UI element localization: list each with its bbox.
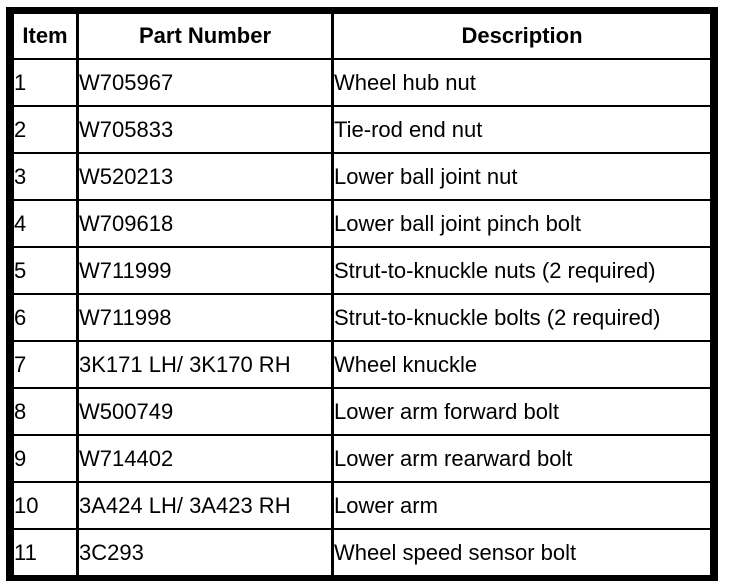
part-number-cell: W520213	[76, 152, 334, 201]
description-cell: Lower arm forward bolt	[331, 387, 713, 436]
table-row: 2 W705833 Tie-rod end nut	[11, 105, 713, 154]
item-cell: 3	[11, 152, 79, 201]
item-cell: 6	[11, 293, 79, 342]
table-row: 8 W500749 Lower arm forward bolt	[11, 387, 713, 436]
item-cell: 10	[11, 481, 79, 530]
description-cell: Lower ball joint pinch bolt	[331, 199, 713, 248]
part-number-cell: W705833	[76, 105, 334, 154]
header-row: Item Part Number Description	[11, 12, 713, 60]
parts-list: Item Part Number Description 1 W705967 W…	[11, 12, 713, 577]
description-cell: Tie-rod end nut	[331, 105, 713, 154]
description-cell: Lower ball joint nut	[331, 152, 713, 201]
col-header-part-number: Part Number	[76, 12, 334, 60]
item-cell: 2	[11, 105, 79, 154]
col-header-item: Item	[11, 12, 79, 60]
part-number-cell: W714402	[76, 434, 334, 483]
table-row: 11 3C293 Wheel speed sensor bolt	[11, 528, 713, 577]
table-row: 5 W711999 Strut-to-knuckle nuts (2 requi…	[11, 246, 713, 295]
description-cell: Strut-to-knuckle nuts (2 required)	[331, 246, 713, 295]
description-cell: Lower arm rearward bolt	[331, 434, 713, 483]
item-cell: 11	[11, 528, 79, 577]
part-number-cell: W705967	[76, 58, 334, 107]
item-cell: 9	[11, 434, 79, 483]
parts-table: Item Part Number Description 1 W705967 W…	[6, 7, 718, 581]
part-number-cell: 3K171 LH/ 3K170 RH	[76, 340, 334, 389]
table-body: 1 W705967 Wheel hub nut 2 W705833 Tie-ro…	[11, 58, 713, 577]
table-row: 1 W705967 Wheel hub nut	[11, 58, 713, 107]
item-cell: 7	[11, 340, 79, 389]
item-cell: 5	[11, 246, 79, 295]
description-cell: Strut-to-knuckle bolts (2 required)	[331, 293, 713, 342]
table-row: 6 W711998 Strut-to-knuckle bolts (2 requ…	[11, 293, 713, 342]
part-number-cell: W500749	[76, 387, 334, 436]
item-cell: 1	[11, 58, 79, 107]
part-number-cell: W711998	[76, 293, 334, 342]
table-row: 3 W520213 Lower ball joint nut	[11, 152, 713, 201]
description-cell: Wheel hub nut	[331, 58, 713, 107]
part-number-cell: 3C293	[76, 528, 334, 577]
table-row: 9 W714402 Lower arm rearward bolt	[11, 434, 713, 483]
part-number-cell: 3A424 LH/ 3A423 RH	[76, 481, 334, 530]
table-row: 7 3K171 LH/ 3K170 RH Wheel knuckle	[11, 340, 713, 389]
description-cell: Wheel knuckle	[331, 340, 713, 389]
item-cell: 4	[11, 199, 79, 248]
table-row: 4 W709618 Lower ball joint pinch bolt	[11, 199, 713, 248]
part-number-cell: W709618	[76, 199, 334, 248]
item-cell: 8	[11, 387, 79, 436]
description-cell: Lower arm	[331, 481, 713, 530]
part-number-cell: W711999	[76, 246, 334, 295]
table-row: 10 3A424 LH/ 3A423 RH Lower arm	[11, 481, 713, 530]
col-header-description: Description	[331, 12, 713, 60]
description-cell: Wheel speed sensor bolt	[331, 528, 713, 577]
